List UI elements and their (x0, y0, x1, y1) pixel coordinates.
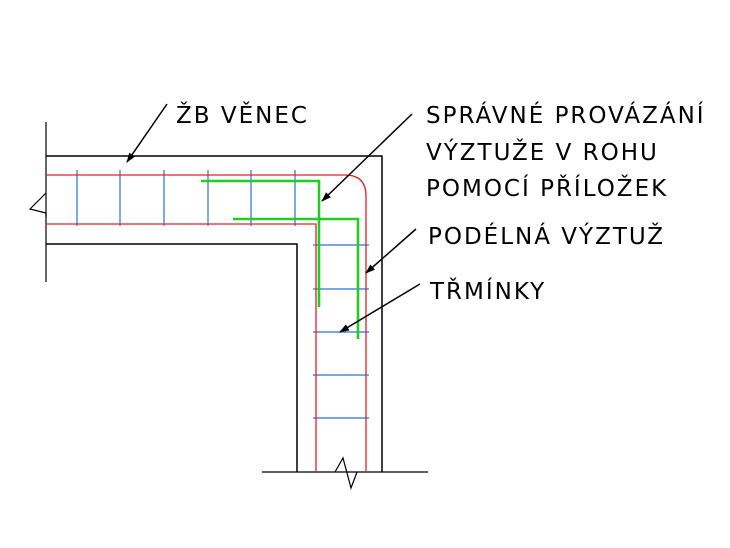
label-spravne-line3: POMOCÍ PŘÍLOŽEK (426, 174, 668, 202)
leader-spravne (321, 113, 413, 202)
stirrups (76, 170, 369, 419)
leader-trminky (339, 283, 421, 333)
beam-outline (46, 155, 383, 472)
wall-break-lines (28, 122, 428, 490)
beam-outer-edge (46, 155, 383, 472)
leader-venec (126, 103, 168, 163)
label-spravne-line1: SPRÁVNÉ PROVÁZÁNÍ (426, 101, 706, 129)
label-podelna: PODÉLNÁ VÝZTUŽ (428, 222, 665, 250)
bottom-break-symbol (334, 456, 358, 490)
leader-podelna (365, 228, 417, 274)
longitudinal-rebar (46, 174, 367, 472)
outer-longitudinal-bar (46, 174, 367, 472)
leader-lines (126, 103, 421, 333)
labels: ŽB VĚNEC SPRÁVNÉ PROVÁZÁNÍ VÝZTUŽE V ROH… (176, 101, 706, 305)
lap-bars (201, 179, 360, 339)
lap-bar-inner (233, 217, 360, 339)
inner-longitudinal-bar (46, 223, 317, 472)
label-trminky: TŘMÍNKY (429, 277, 546, 305)
label-venec: ŽB VĚNEC (176, 101, 309, 129)
beam-inner-edge (46, 243, 298, 472)
label-spravne-line2: VÝZTUŽE V ROHU (426, 138, 659, 166)
left-break-symbol (28, 192, 47, 217)
lap-bar-outer (201, 179, 321, 307)
